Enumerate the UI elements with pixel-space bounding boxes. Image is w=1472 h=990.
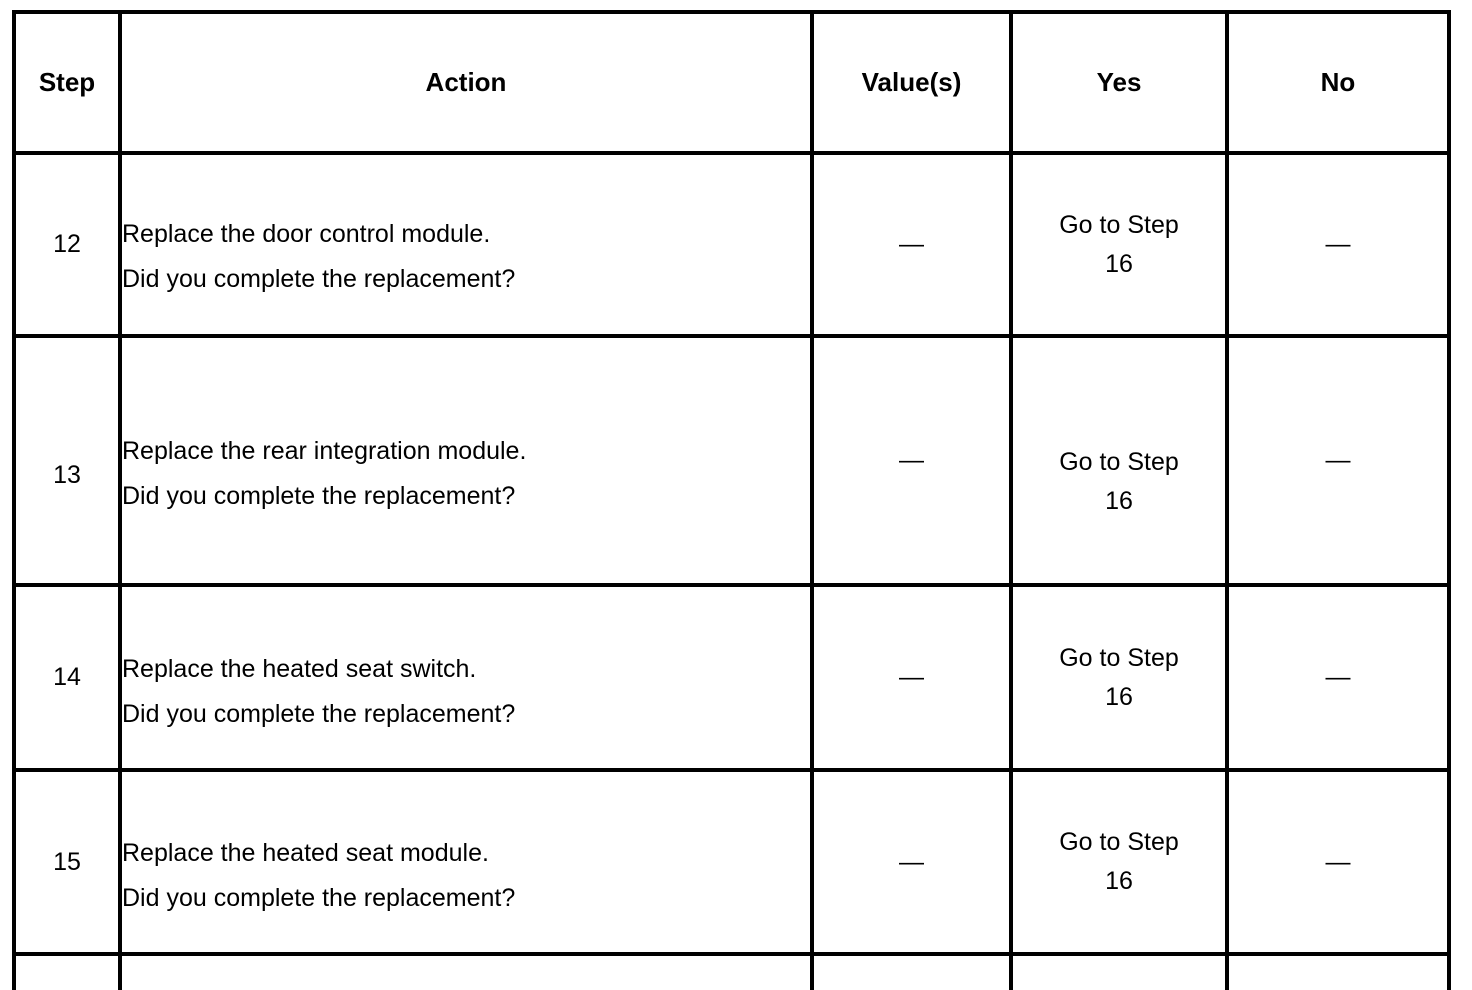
yes-cell: Go to Step 16 [1009,151,1229,338]
step-number: 15 [12,768,122,956]
no-text: — [1325,663,1351,692]
no-text: — [1325,847,1351,876]
value-cell: — [810,151,1013,338]
value-cell: — [810,952,1013,990]
no-cell: Go to Step 2 [1225,952,1451,990]
no-text: — [1325,230,1351,259]
yes-text: Go to Step 16 [1059,447,1179,515]
yes-cell: Go to Step 16 [1009,334,1229,587]
yes-text: Go to Step 16 [1059,643,1179,711]
action-text: Replace the heated seat module. Did you … [118,768,814,956]
header-row: Step Action Value(s) Yes No [12,10,1451,155]
table-body: 12 Replace the door control module. Did … [12,151,1451,990]
column-header-action: Action [118,10,814,155]
value-text: — [899,230,924,259]
no-text: — [1325,446,1351,475]
value-cell: — [810,583,1013,772]
column-header-no: No [1225,10,1451,155]
value-cell: — [810,768,1013,956]
no-cell: — [1225,768,1451,956]
diagnostic-table: Step Action Value(s) Yes No 12 Replace t… [12,10,1451,990]
no-cell: — [1225,583,1451,772]
action-text: Replace the door control module. Did you… [118,151,814,338]
column-header-value: Value(s) [810,10,1013,155]
action-line-2: Did you complete the replacement? [122,481,516,510]
step-number: 16 [12,952,122,990]
column-header-yes: Yes [1009,10,1229,155]
step-number: 13 [12,334,122,587]
action-line-2: Did you complete the replacement? [122,884,516,912]
value-text: — [899,663,924,692]
table-row: 13 Replace the rear integration module. … [12,334,1451,587]
no-cell: — [1225,151,1451,338]
action-line-2: Did you complete the replacement? [122,264,516,293]
value-cell: — [810,334,1013,587]
step-number: 14 [12,583,122,772]
action-text: Operate the system in order to verify th… [118,952,814,990]
action-line-1: Replace the door control module. [122,219,491,248]
action-line-2: Did you complete the replacement? [122,699,516,728]
table-row: 16 Operate the system in order to verify… [12,952,1451,990]
yes-text: Go to Step 16 [1059,828,1179,895]
action-line-1: Replace the heated seat module. [122,839,489,867]
table-row: 14 Replace the heated seat switch. Did y… [12,583,1451,772]
action-line-1: Replace the rear integration module. [122,436,527,465]
yes-cell: System OK [1009,952,1229,990]
column-header-step: Step [12,10,122,155]
diagnostic-table-container: Step Action Value(s) Yes No 12 Replace t… [12,10,1451,990]
no-cell: — [1225,334,1451,587]
yes-cell: Go to Step 16 [1009,768,1229,956]
value-text: — [899,446,924,475]
action-text: Replace the rear integration module. Did… [118,334,814,587]
action-text: Replace the heated seat switch. Did you … [118,583,814,772]
yes-cell: Go to Step 16 [1009,583,1229,772]
table-header: Step Action Value(s) Yes No [12,10,1451,155]
yes-text: Go to Step 16 [1059,210,1179,278]
table-row: 15 Replace the heated seat module. Did y… [12,768,1451,956]
table-row: 12 Replace the door control module. Did … [12,151,1451,338]
value-text: — [899,847,924,876]
step-number: 12 [12,151,122,338]
action-line-1: Replace the heated seat switch. [122,654,477,683]
